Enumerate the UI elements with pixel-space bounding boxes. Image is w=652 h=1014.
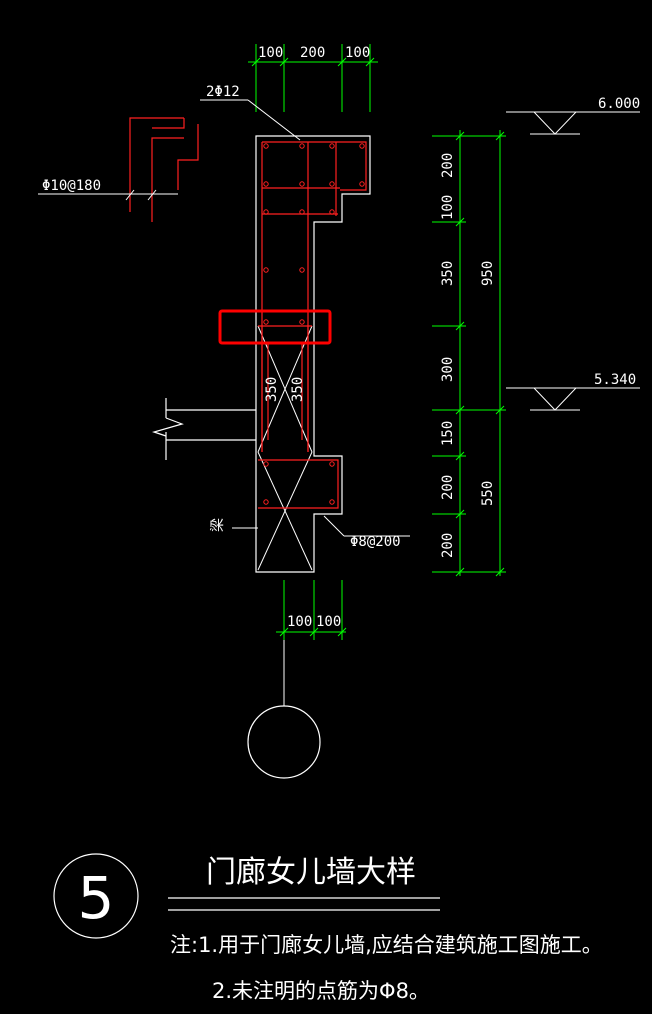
wall-outline — [166, 135, 371, 573]
vdim-200-c: 200 — [440, 533, 456, 558]
vdim-200-b: 200 — [440, 475, 456, 500]
inner-dim-350-b: 350 — [290, 377, 306, 402]
stirrup-detail-top — [129, 117, 199, 222]
note-2: 2.未注明的点筋为Φ8。 — [212, 979, 430, 1003]
vdim-350: 350 — [440, 261, 456, 286]
top-bars-leader-d — [247, 99, 301, 141]
vdim-150: 150 — [440, 421, 456, 446]
stirrup-leader — [38, 189, 178, 201]
elevation-marker-top — [506, 111, 640, 135]
elevation-mid: 5.340 — [594, 372, 636, 388]
right-dimension-chain — [432, 130, 506, 577]
stirrup-bottom-leader — [323, 515, 345, 537]
top-dim-1: 100 — [258, 45, 283, 61]
vdim-200-a: 200 — [440, 153, 456, 178]
rebar-dots — [263, 143, 365, 505]
detail-title: 门廊女儿墙大样 — [206, 855, 416, 890]
section-cross-lines — [257, 325, 313, 571]
stirrup-bottom-label: Φ8@200 — [350, 534, 401, 550]
elevation-top: 6.000 — [598, 96, 640, 112]
bottom-dim-2: 100 — [316, 614, 341, 630]
bottom-dimension-chain — [276, 580, 347, 640]
beam-break-symbol — [151, 398, 184, 460]
rebar-cage — [258, 141, 367, 509]
bottom-dim-1: 100 — [287, 614, 312, 630]
beam-label: 梁 — [210, 518, 226, 532]
vdim-total-550: 550 — [480, 481, 496, 506]
top-bars-label: 2Φ12 — [206, 84, 240, 100]
highlight-box — [218, 309, 332, 345]
top-dim-3: 100 — [345, 45, 370, 61]
stirrup-top-label: Φ10@180 — [42, 178, 101, 194]
note-1: 注:1.用于门廊女儿墙,应结合建筑施工图施工。 — [170, 933, 603, 957]
top-dimension-chain — [248, 44, 378, 112]
vdim-total-950: 950 — [480, 261, 496, 286]
vdim-100: 100 — [440, 195, 456, 220]
axis-bubble — [247, 705, 321, 779]
vdim-300: 300 — [440, 357, 456, 382]
detail-number: 5 — [78, 864, 115, 932]
inner-dim-350-a: 350 — [264, 377, 280, 402]
detail-number-circle — [53, 853, 139, 939]
top-dim-2: 200 — [300, 45, 325, 61]
elevation-marker-mid — [506, 387, 640, 411]
